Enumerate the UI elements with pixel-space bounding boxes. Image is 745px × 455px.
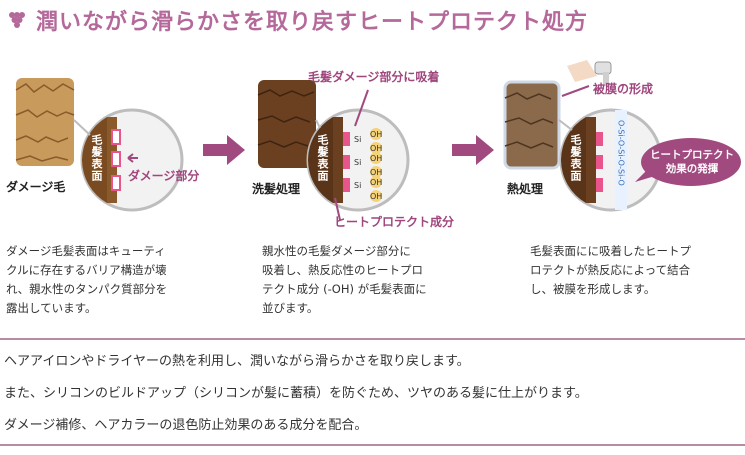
damage-part-callout: ダメージ部分 bbox=[128, 169, 200, 183]
hair-surface-label: 毛髪表面 bbox=[569, 134, 582, 182]
stage-damaged-hair: 毛髪表面 ダメージ部分 ダメージ毛 bbox=[0, 60, 245, 240]
stage-name: 洗髪処理 bbox=[252, 182, 301, 196]
svg-text:OH: OH bbox=[370, 178, 382, 187]
svg-text:OH: OH bbox=[370, 154, 382, 163]
hair-surface-label: 毛髪表面 bbox=[90, 134, 103, 182]
footer-line-3: ダメージ補修、ヘアカラーの退色防止効果のある成分を配合。 bbox=[4, 418, 368, 433]
dryer-icon bbox=[567, 60, 612, 86]
hair-strand-icon bbox=[503, 80, 561, 170]
heat-treatment-illustration: O-Si-O-Si-O-Si-O bbox=[503, 60, 741, 212]
heat-protect-ingredient-callout: ヒートプロテクト成分 bbox=[334, 215, 455, 229]
svg-text:OH: OH bbox=[370, 130, 382, 139]
damaged-hair-illustration bbox=[15, 78, 184, 212]
svg-text:Si: Si bbox=[354, 135, 361, 144]
stage-heat-treatment: O-Si-O-Si-O-Si-O 被膜の形成 毛髪表面 熱処理 ヒートプロテクト… bbox=[497, 60, 742, 240]
svg-text:OH: OH bbox=[370, 168, 382, 177]
stage-name: 熱処理 bbox=[507, 182, 544, 196]
page-title-row: 潤いながら滑らかさを取り戻すヒートプロテクト処方 bbox=[6, 2, 588, 38]
arrow-right-icon bbox=[452, 135, 494, 165]
footer-line-1: ヘアアイロンやドライヤーの熱を利用し、潤いながら滑らかさを取り戻します。 bbox=[4, 354, 470, 369]
stage-description: 毛髪表面にに吸着したヒートプ ロテクトが熱反応によって結合 し、被膜を形成します… bbox=[530, 244, 691, 296]
effect-bubble-line-2: 効果の発揮 bbox=[665, 163, 719, 175]
effect-bubble-line-1: ヒートプロテクト bbox=[650, 149, 734, 161]
page-title: 潤いながら滑らかさを取り戻すヒートプロテクト処方 bbox=[36, 10, 589, 35]
stage-description: 親水性の毛髪ダメージ部分に 吸着し、熱反応性のヒートプロ テクト成分 (-OH)… bbox=[262, 244, 427, 315]
arrow-right-icon bbox=[203, 135, 245, 165]
svg-text:Si: Si bbox=[354, 181, 361, 190]
adsorb-callout: 毛髪ダメージ部分に吸着 bbox=[308, 70, 440, 84]
grape-icon bbox=[9, 12, 25, 28]
film-forming-callout: 被膜の形成 bbox=[593, 82, 654, 96]
svg-text:Si: Si bbox=[354, 158, 361, 167]
effect-bubble: ヒートプロテクト 効果の発揮 bbox=[645, 148, 739, 176]
svg-text:OH: OH bbox=[370, 192, 382, 201]
divider-bottom bbox=[0, 444, 745, 446]
film-chain-text: O-Si-O-Si-O-Si-O bbox=[617, 120, 626, 186]
hair-strand-icon bbox=[15, 78, 75, 166]
hair-strand-icon bbox=[257, 80, 316, 168]
stage-name: ダメージ毛 bbox=[6, 180, 66, 194]
stage-description: ダメージ毛髪表面はキューティ クルに存在するバリア構造が壊 れ、親水性のタンパク… bbox=[6, 244, 168, 315]
svg-text:OH: OH bbox=[370, 144, 382, 153]
hair-surface-label: 毛髪表面 bbox=[316, 134, 329, 182]
divider-top bbox=[0, 338, 745, 340]
footer-line-2: また、シリコンのビルドアップ（シリコンが髪に蓄積）を防ぐため、ツヤのある髪に仕上… bbox=[4, 386, 588, 401]
